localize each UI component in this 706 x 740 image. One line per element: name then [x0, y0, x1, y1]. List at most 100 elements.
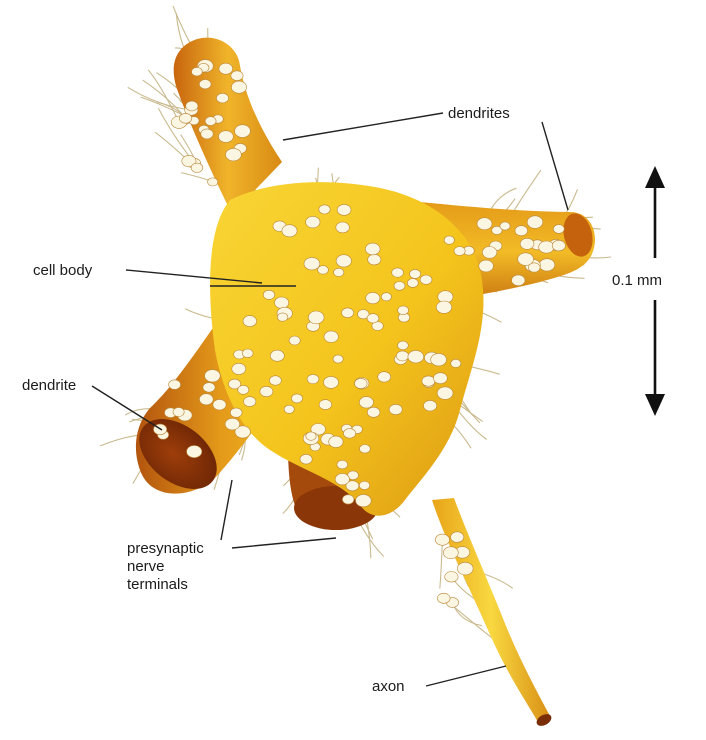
presynaptic-terminal — [355, 494, 372, 508]
presynaptic-terminal — [200, 128, 214, 140]
presynaptic-terminal — [397, 305, 409, 315]
presynaptic-terminal — [354, 378, 368, 389]
presynaptic-terminal — [199, 79, 212, 90]
presynaptic-terminal — [216, 92, 229, 104]
presynaptic-terminal — [342, 494, 355, 505]
presynaptic-terminal — [234, 425, 251, 439]
presynaptic-terminal — [218, 130, 234, 143]
presynaptic-terminal — [204, 116, 217, 126]
label-dendrites: dendrites — [448, 105, 510, 122]
presynaptic-terminal — [308, 310, 325, 325]
presynaptic-terminal — [442, 546, 459, 560]
presynaptic-terminal — [332, 354, 344, 364]
presynaptic-terminal — [526, 215, 544, 229]
presynaptic-terminal — [225, 148, 242, 162]
presynaptic-terminal — [511, 274, 526, 286]
label-presynaptic-line-1: presynaptic — [127, 540, 204, 557]
presynaptic-terminal — [207, 177, 219, 187]
presynaptic-terminal — [230, 407, 243, 418]
presynaptic-terminal — [335, 221, 350, 234]
presynaptic-terminal — [333, 267, 345, 277]
presynaptic-terminal — [306, 374, 320, 385]
presynaptic-terminal — [335, 254, 352, 268]
presynaptic-terminal — [218, 62, 233, 75]
presynaptic-terminal — [450, 531, 465, 543]
presynaptic-terminal — [476, 217, 493, 230]
presynaptic-terminal — [334, 473, 350, 486]
presynaptic-terminal — [443, 235, 455, 245]
presynaptic-terminal — [409, 269, 421, 279]
presynaptic-terminal — [185, 100, 199, 112]
presynaptic-terminal — [230, 70, 244, 81]
label-scale: 0.1 mm — [612, 272, 663, 289]
presynaptic-terminal — [318, 399, 333, 410]
presynaptic-terminal — [259, 385, 274, 397]
presynaptic-terminal — [436, 386, 454, 400]
presynaptic-terminal — [395, 350, 409, 362]
presynaptic-terminal — [457, 561, 474, 576]
presynaptic-terminal — [191, 67, 203, 77]
presynaptic-terminal — [434, 533, 450, 546]
presynaptic-terminal — [365, 242, 381, 256]
leader-cell-body-1 — [125, 269, 263, 284]
presynaptic-terminal — [343, 428, 356, 439]
presynaptic-terminal — [345, 480, 360, 492]
cell-body-shape — [210, 182, 484, 516]
presynaptic-terminal — [237, 384, 250, 395]
presynaptic-terminal — [231, 80, 247, 94]
leader-axon — [425, 665, 507, 687]
presynaptic-terminal — [318, 204, 331, 215]
presynaptic-terminal — [552, 224, 565, 234]
presynaptic-terminal — [367, 406, 381, 418]
presynaptic-terminal — [367, 254, 382, 266]
label-axon: axon — [372, 678, 405, 695]
presynaptic-terminal — [204, 369, 221, 383]
presynaptic-terminal — [406, 278, 419, 288]
presynaptic-terminal — [391, 267, 404, 278]
presynaptic-terminals — [153, 59, 566, 608]
presynaptic-terminal — [388, 403, 403, 415]
presynaptic-terminal — [421, 375, 436, 387]
label-presynaptic-line-3: terminals — [127, 576, 188, 593]
label-cell-body: cell body — [33, 262, 93, 279]
presynaptic-terminal — [242, 315, 257, 327]
presynaptic-terminal — [310, 423, 326, 436]
presynaptic-terminal — [181, 155, 197, 168]
presynaptic-terminal — [179, 113, 193, 124]
presynaptic-terminal — [269, 349, 285, 362]
presynaptic-terminal — [419, 274, 433, 285]
leader-dendrites-2 — [541, 121, 569, 211]
presynaptic-terminal — [517, 252, 534, 266]
presynaptic-terminal — [430, 353, 447, 367]
presynaptic-terminal — [357, 309, 370, 320]
presynaptic-terminal — [190, 162, 204, 173]
presynaptic-terminal — [377, 371, 392, 383]
presynaptic-terminal — [519, 238, 535, 250]
presynaptic-terminal — [323, 330, 339, 343]
presynaptic-terminal — [323, 376, 339, 389]
leader-dendrite — [91, 385, 163, 431]
presynaptic-terminal — [366, 313, 380, 324]
presynaptic-terminal — [228, 378, 241, 390]
presynaptic-terminal — [168, 379, 181, 390]
presynaptic-terminal — [450, 358, 462, 368]
axon-shape — [432, 498, 550, 722]
presynaptic-terminal — [397, 340, 409, 351]
presynaptic-terminal — [234, 124, 251, 138]
presynaptic-terminal — [514, 225, 528, 237]
presynaptic-terminal — [435, 300, 452, 314]
presynaptic-terminal — [172, 407, 185, 417]
presynaptic-terminal — [499, 221, 511, 231]
presynaptic-terminal — [274, 296, 289, 309]
presynaptic-terminal — [336, 204, 352, 216]
presynaptic-terminal — [527, 262, 541, 273]
presynaptic-terminal — [393, 281, 406, 291]
presynaptic-terminal — [380, 292, 392, 302]
presynaptic-terminal — [243, 396, 257, 407]
presynaptic-terminal — [328, 435, 344, 448]
presynaptic-terminal — [231, 362, 247, 375]
presynaptic-terminal — [317, 265, 329, 275]
axon-fiber — [439, 539, 443, 589]
label-presynaptic-line-2: nerve — [127, 558, 165, 575]
presynaptic-terminal — [283, 404, 295, 414]
